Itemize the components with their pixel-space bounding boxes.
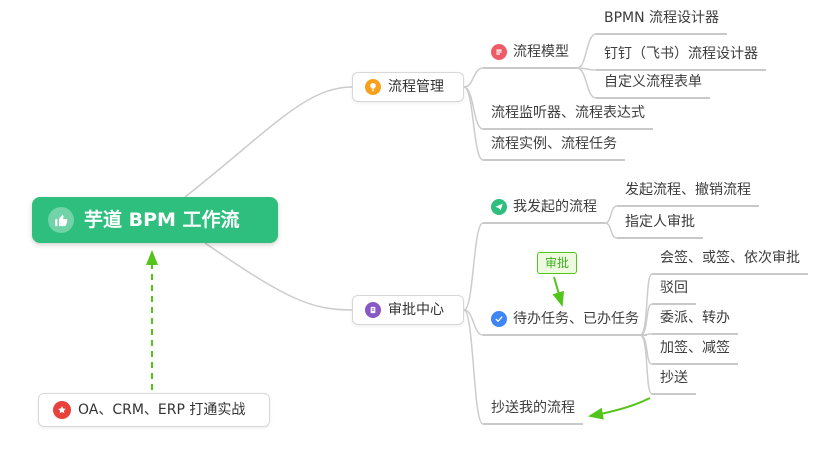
topic-label: 委派、转办	[660, 310, 730, 326]
topic-approval-center[interactable]: 审批中心	[352, 295, 464, 325]
topic-delegate-transfer[interactable]: 委派、转办	[652, 308, 738, 335]
lightbulb-icon	[365, 79, 381, 95]
topic-todo-done-tasks[interactable]: 待办任务、已办任务	[483, 309, 647, 336]
topic-custom-form[interactable]: 自定义流程表单	[596, 72, 710, 99]
topic-label: 发起流程、撤销流程	[625, 182, 751, 198]
topic-label: 加签、减签	[660, 340, 730, 356]
topic-cc[interactable]: 抄送	[652, 368, 696, 395]
topic-label: 流程实例、流程任务	[491, 136, 617, 152]
topic-label: BPMN 流程设计器	[604, 10, 720, 26]
topic-process-model[interactable]: 流程模型	[483, 42, 577, 69]
process-model-icon	[491, 44, 507, 60]
topic-label: 我发起的流程	[513, 199, 597, 215]
star-icon	[53, 401, 71, 419]
topic-label: OA、CRM、ERP 打通实战	[78, 402, 246, 418]
topic-countersign[interactable]: 会签、或签、依次审批	[652, 248, 808, 275]
topic-assignee-approval[interactable]: 指定人审批	[617, 212, 703, 239]
topic-start-cancel-flow[interactable]: 发起流程、撤销流程	[617, 180, 759, 207]
approval-relationship-tag[interactable]: 审批	[537, 252, 578, 274]
approval-center-icon	[365, 302, 381, 318]
topic-label: 驳回	[660, 280, 688, 296]
my-initiated-icon	[491, 199, 507, 215]
topic-process-management[interactable]: 流程管理	[352, 72, 464, 102]
topic-label: 抄送	[660, 370, 688, 386]
topic-label: 钉钉（飞书）流程设计器	[604, 46, 758, 62]
topic-cc-my-flow[interactable]: 抄送我的流程	[483, 398, 583, 425]
todo-done-icon	[491, 311, 507, 327]
tag-label: 审批	[545, 256, 570, 270]
topic-instance-task[interactable]: 流程实例、流程任务	[483, 134, 625, 161]
topic-listener-expression[interactable]: 流程监听器、流程表达式	[483, 103, 653, 130]
thumbs-up-icon	[48, 207, 74, 233]
topic-reject[interactable]: 驳回	[652, 278, 696, 305]
topic-my-initiated[interactable]: 我发起的流程	[483, 197, 605, 224]
topic-dingtalk-designer[interactable]: 钉钉（飞书）流程设计器	[596, 44, 766, 71]
topic-label: 流程模型	[513, 44, 569, 60]
topic-label: 抄送我的流程	[491, 400, 575, 416]
topic-label: 自定义流程表单	[604, 74, 702, 90]
topic-add-remove-sign[interactable]: 加签、减签	[652, 338, 738, 365]
topic-label: 会签、或签、依次审批	[660, 250, 800, 266]
topic-practice-note[interactable]: OA、CRM、ERP 打通实战	[38, 393, 270, 427]
topic-label: 流程管理	[388, 79, 444, 95]
topic-label: 流程监听器、流程表达式	[491, 105, 645, 121]
topic-label: 待办任务、已办任务	[513, 311, 639, 327]
topic-label: 审批中心	[388, 302, 444, 318]
root-topic[interactable]: 芋道 BPM 工作流	[32, 197, 278, 243]
topic-label: 指定人审批	[625, 214, 695, 230]
root-topic-label: 芋道 BPM 工作流	[84, 209, 240, 231]
topic-bpmn-designer[interactable]: BPMN 流程设计器	[596, 8, 728, 35]
